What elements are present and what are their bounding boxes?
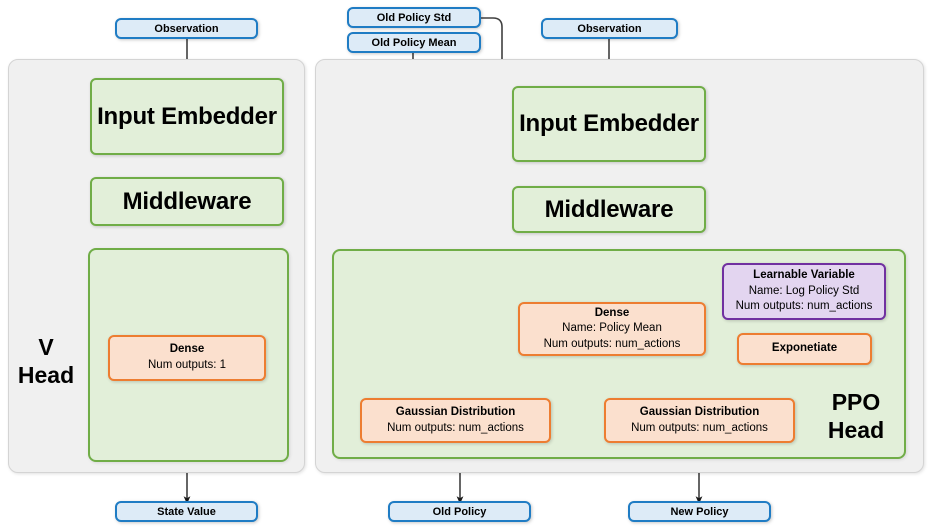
- ppo-middleware-label: Middleware: [544, 195, 674, 223]
- ppo-head-label-line2: Head: [827, 417, 885, 444]
- ppo-output-new-policy[interactable]: New Policy: [628, 501, 771, 522]
- v-head-output-state-value[interactable]: State Value: [115, 501, 258, 522]
- v-head-middleware[interactable]: Middleware: [90, 177, 284, 226]
- ppo-input-observation[interactable]: Observation: [541, 18, 678, 39]
- v-head-dense-title: Dense: [169, 343, 205, 356]
- ppo-output-old-policy[interactable]: Old Policy: [388, 501, 531, 522]
- v-head-dense[interactable]: Dense Num outputs: 1: [108, 335, 266, 381]
- v-head-dense-num-outputs: Num outputs: 1: [148, 359, 226, 371]
- ppo-learnable-variable[interactable]: Learnable Variable Name: Log Policy Std …: [722, 263, 886, 320]
- ppo-gaussian-distribution-new[interactable]: Gaussian Distribution Num outputs: num_a…: [604, 398, 795, 443]
- ppo-gaussian-old-title: Gaussian Distribution: [395, 405, 516, 418]
- v-head-label-line1: V: [38, 334, 54, 360]
- ppo-middleware[interactable]: Middleware: [512, 186, 706, 233]
- ppo-gaussian-new-title: Gaussian Distribution: [639, 405, 760, 418]
- wire-old-policy-std-to-gaussian: [481, 17, 506, 397]
- ppo-input-old-policy-std-label: Old Policy Std: [376, 11, 452, 24]
- ppo-dense-policy-mean-num-outputs: Num outputs: num_actions: [543, 337, 681, 350]
- v-head-input-embedder-label: Input Embedder: [97, 102, 277, 130]
- v-head-middleware-label: Middleware: [122, 187, 252, 215]
- v-head-input-embedder[interactable]: Input Embedder: [90, 78, 284, 155]
- v-head-label-line2: Head: [17, 362, 75, 389]
- ppo-exponetiate-label: Exponetiate: [771, 342, 838, 355]
- ppo-output-old-policy-label: Old Policy: [432, 505, 487, 518]
- ppo-head-label-line1: PPO: [831, 389, 881, 415]
- ppo-learnable-variable-name: Name: Log Policy Std: [748, 284, 860, 297]
- ppo-gaussian-new-num-outputs: Num outputs: num_actions: [631, 421, 768, 434]
- v-head-label: V Head: [10, 333, 82, 389]
- ppo-dense-policy-mean-title: Dense: [594, 306, 630, 319]
- ppo-output-new-policy-label: New Policy: [670, 505, 729, 518]
- ppo-dense-policy-mean[interactable]: Dense Name: Policy Mean Num outputs: num…: [518, 302, 706, 356]
- ppo-gaussian-distribution-old[interactable]: Gaussian Distribution Num outputs: num_a…: [360, 398, 551, 443]
- v-head-input-observation[interactable]: Observation: [115, 18, 258, 39]
- ppo-learnable-variable-title: Learnable Variable: [753, 269, 855, 282]
- ppo-input-old-policy-mean-label: Old Policy Mean: [371, 36, 457, 49]
- v-head-output-state-value-label: State Value: [157, 505, 216, 518]
- ppo-input-embedder-label: Input Embedder: [519, 110, 699, 137]
- ppo-input-old-policy-std[interactable]: Old Policy Std: [347, 7, 481, 28]
- ppo-learnable-variable-num-outputs: Num outputs: num_actions: [735, 300, 873, 313]
- ppo-head-label: PPO Head: [808, 388, 904, 444]
- v-head-input-observation-label: Observation: [154, 22, 219, 35]
- ppo-exponetiate[interactable]: Exponetiate: [737, 333, 872, 365]
- ppo-input-observation-label: Observation: [577, 22, 642, 35]
- ppo-input-embedder[interactable]: Input Embedder: [512, 86, 706, 162]
- ppo-gaussian-old-num-outputs: Num outputs: num_actions: [387, 421, 524, 434]
- ppo-input-old-policy-mean[interactable]: Old Policy Mean: [347, 32, 481, 53]
- ppo-dense-policy-mean-name: Name: Policy Mean: [562, 322, 662, 335]
